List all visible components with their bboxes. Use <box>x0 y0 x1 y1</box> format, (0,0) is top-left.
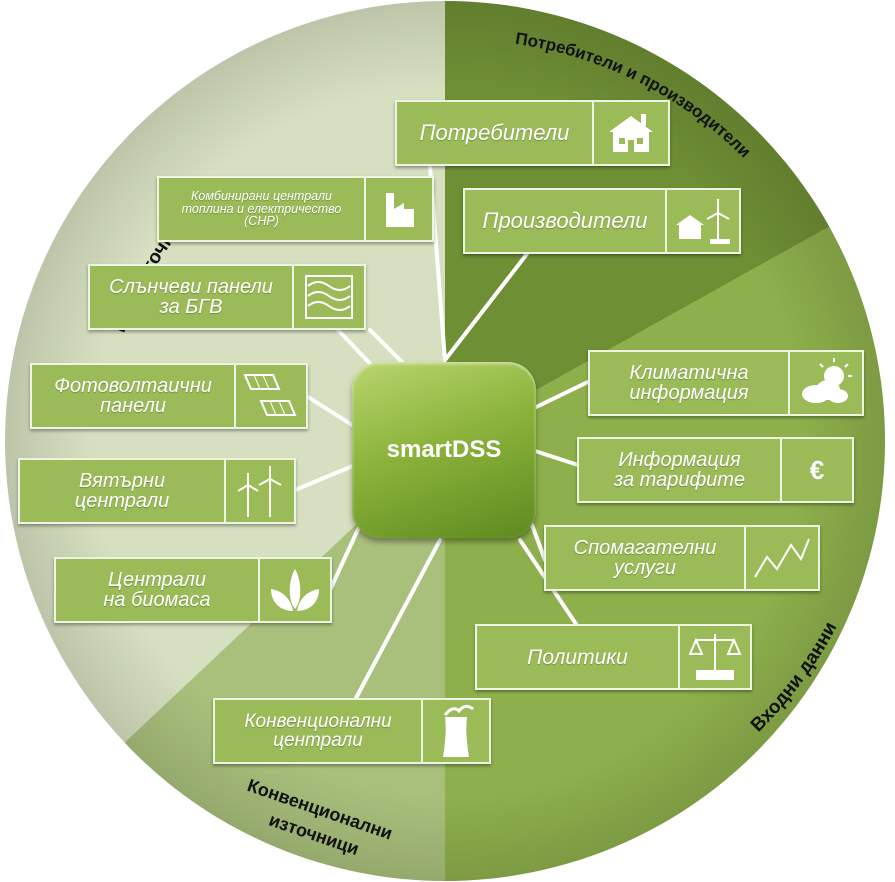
node-policies[interactable]: Политики <box>475 624 752 690</box>
node-climate[interactable]: Климатична информация <box>588 350 864 416</box>
node-conventional[interactable]: Конвенционални централи <box>213 698 491 764</box>
node-ancillary[interactable]: Спомагателни услуги <box>544 525 820 591</box>
house-icon <box>592 102 668 164</box>
node-chp[interactable]: Комбинирани централи топлина и електриче… <box>157 176 434 242</box>
node-climate-label: Климатична информация <box>629 362 749 404</box>
node-pv[interactable]: Фотоволтаични панели <box>30 363 308 429</box>
euro-icon: € <box>780 439 852 501</box>
smartdss-center-node[interactable]: smartDSS <box>352 362 536 538</box>
house-wind-solar-icon <box>665 190 739 252</box>
node-ancillary-label: Спомагателни услуги <box>573 537 717 579</box>
node-consumers-label: Потребители <box>419 120 570 145</box>
cooling-tower-icon <box>421 700 489 762</box>
wind-turbines-icon <box>224 460 294 522</box>
node-pv-label: Фотоволтаични панели <box>54 375 212 417</box>
node-biomass[interactable]: Централи на биомаса <box>54 557 332 623</box>
scales-icon <box>678 626 750 688</box>
node-policies-label: Политики <box>527 645 628 669</box>
node-tariffs[interactable]: Информация за тарифите € <box>577 437 854 503</box>
node-conventional-label: Конвенционални централи <box>244 711 392 751</box>
node-wind-label: Вятърни централи <box>74 470 170 512</box>
node-tariffs-label: Информация за тарифите <box>613 449 746 491</box>
pv-panels-icon <box>234 365 306 427</box>
leaves-icon <box>258 559 330 621</box>
node-solar-thermal[interactable]: Слънчеви панели за БГВ <box>88 264 366 330</box>
node-wind[interactable]: Вятърни централи <box>18 458 296 524</box>
node-producers-label: Производители <box>482 208 648 233</box>
node-consumers[interactable]: Потребители <box>395 100 670 166</box>
center-label: smartDSS <box>386 436 502 463</box>
node-producers[interactable]: Производители <box>463 188 741 254</box>
node-solar-thermal-label: Слънчеви панели за БГВ <box>109 276 273 318</box>
node-biomass-label: Централи на биомаса <box>103 569 211 611</box>
sun-cloud-icon <box>788 352 862 414</box>
trend-chart-icon <box>744 527 818 589</box>
solar-thermal-panel-icon <box>292 266 364 328</box>
chp-plant-icon <box>364 178 432 240</box>
node-chp-label: Комбинирани централи топлина и електриче… <box>181 189 342 229</box>
